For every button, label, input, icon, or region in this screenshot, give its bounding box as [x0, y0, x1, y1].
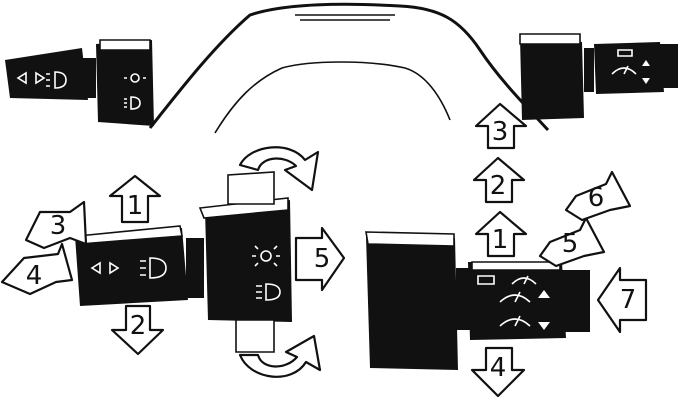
wiper-icon [611, 65, 637, 75]
arrow-right-6: 6 [564, 170, 632, 222]
arrow-number: 3 [492, 117, 509, 147]
left-stalk [75, 225, 204, 306]
triangle-down-icon [538, 322, 550, 330]
arrow-number: 4 [490, 353, 507, 383]
triangle-up-icon [538, 290, 550, 298]
left-right-arrows-icon [16, 71, 46, 85]
arrow-right-1: 1 [474, 210, 528, 258]
arrow-right-2: 2 [472, 156, 526, 204]
arrow-number: 6 [588, 183, 605, 213]
wiper-icon [499, 291, 531, 303]
arrow-right-5: 5 [538, 216, 606, 268]
arrow-right-7: 7 [596, 266, 648, 334]
arrow-number: 5 [314, 244, 331, 274]
arrow-number: 1 [492, 225, 509, 255]
arrow-left-2: 2 [110, 304, 165, 356]
upper-left-stalk [5, 39, 154, 126]
arrow-number: 7 [620, 285, 637, 315]
arrow-number: 3 [50, 211, 67, 241]
arrow-left-3: 3 [24, 200, 88, 250]
headlight-icon [256, 283, 281, 301]
parking-light-icon [124, 73, 146, 83]
arrow-left-1: 1 [108, 174, 162, 224]
steering-column-housing [198, 171, 292, 353]
parking-light-icon [252, 245, 280, 267]
dashboard-outline [148, 2, 550, 134]
washer-icon [617, 49, 633, 57]
arrow-right-4: 4 [470, 346, 526, 398]
washer-icon [477, 275, 495, 285]
rotation-arrow-top [238, 146, 320, 192]
right-stalk [365, 231, 590, 370]
headlight-icon [124, 96, 141, 110]
rotation-arrow-bottom [238, 334, 322, 378]
headlight-icon [46, 71, 67, 89]
arrow-left-4: 4 [0, 242, 74, 296]
wiper-icon [499, 315, 531, 327]
arrow-right-3: 3 [474, 102, 528, 150]
upper-right-stalk [519, 33, 678, 120]
wiper-icon [511, 275, 537, 285]
triangle-up-icon [642, 60, 650, 66]
headlight-icon [140, 257, 167, 279]
arrow-number: 2 [130, 311, 147, 341]
arrow-number: 5 [562, 229, 579, 259]
arrow-number: 4 [26, 261, 43, 291]
triangle-down-icon [642, 78, 650, 84]
arrow-left-5: 5 [294, 226, 346, 292]
left-right-arrows-icon [90, 261, 120, 275]
arrow-number: 1 [127, 191, 144, 221]
arrow-number: 2 [490, 171, 507, 201]
